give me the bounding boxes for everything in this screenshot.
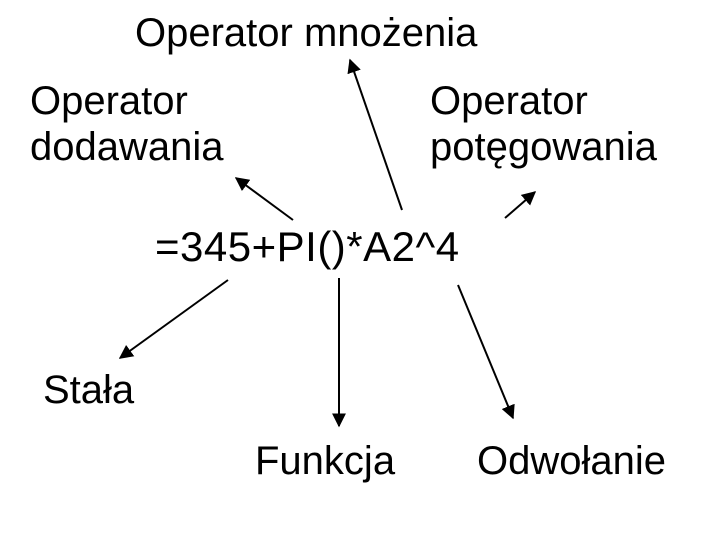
- label-addition-operator: Operator dodawania: [30, 78, 224, 170]
- label-power-line1: Operator: [430, 79, 588, 123]
- label-function: Funkcja: [255, 439, 396, 483]
- arrow-to-addition: [234, 177, 294, 221]
- arrow-to-constant: [118, 279, 229, 359]
- label-power-operator: Operator potęgowania: [430, 78, 657, 170]
- arrow-to-reference: [457, 284, 515, 420]
- label-multiplication-operator: Operator mnożenia: [135, 11, 478, 55]
- label-addition-line1: Operator: [30, 79, 188, 123]
- arrow-to-power: [504, 191, 537, 219]
- arrow-to-multiplication: [347, 58, 403, 211]
- label-addition-line2: dodawania: [30, 125, 224, 169]
- formula: =345+PI()*A2^4: [155, 223, 460, 270]
- label-power-line2: potęgowania: [430, 125, 657, 169]
- label-reference: Odwołanie: [477, 439, 667, 483]
- label-constant: Stała: [43, 368, 135, 412]
